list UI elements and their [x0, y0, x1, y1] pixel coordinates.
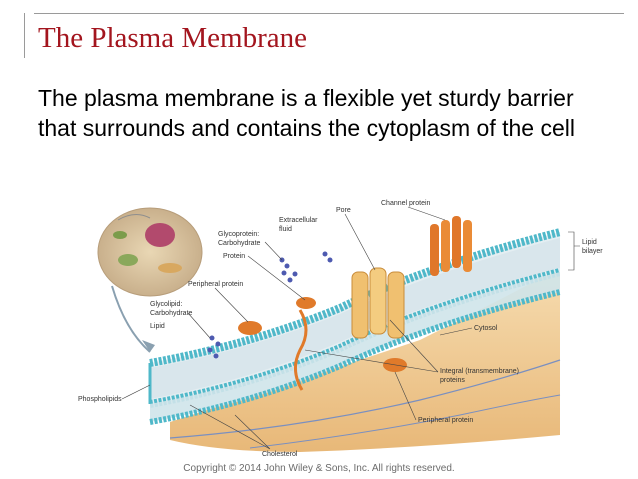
leader-integral	[304, 319, 439, 373]
carbohydrate-chains	[207, 251, 333, 359]
integral-protein-helix	[294, 309, 308, 391]
pore-protein	[351, 267, 405, 339]
label-integral-2: proteins	[440, 377, 465, 384]
leader-peripheral-top	[214, 287, 249, 323]
label-glycolipid-1: Glycolipid:	[150, 301, 182, 308]
label-peripheral-protein-top: Peripheral protein	[188, 281, 243, 288]
plasma-membrane-diagram: Channel protein Pore Extracellular fluid…	[78, 200, 603, 458]
label-channel-protein: Channel protein	[381, 200, 431, 207]
cell-inset	[97, 207, 203, 297]
protein-shape	[296, 297, 316, 309]
frame-top-line	[34, 13, 624, 14]
leader-glycoprotein	[264, 241, 283, 261]
peripheral-protein-top-shape	[238, 321, 262, 335]
leader-protein	[247, 255, 306, 301]
label-lipid-bilayer-2: bilayer	[582, 248, 603, 255]
label-extracellular-2: fluid	[279, 226, 292, 233]
copyright-notice: Copyright © 2014 John Wiley & Sons, Inc.…	[183, 463, 455, 474]
leader-cholesterol	[189, 404, 271, 450]
zoom-arrow-head	[142, 340, 155, 352]
cytoskeleton-fiber	[169, 359, 561, 439]
zoom-arrow	[111, 285, 151, 353]
cytoskeleton-fiber-2	[249, 394, 561, 449]
label-pore: Pore	[336, 207, 351, 214]
channel-protein	[430, 216, 472, 276]
label-glycoprotein-1: Glycoprotein:	[218, 231, 259, 238]
label-peripheral-protein-bottom: Peripheral protein	[418, 417, 473, 424]
label-cholesterol: Cholesterol	[262, 451, 298, 458]
label-cytosol: Cytosol	[474, 325, 498, 332]
label-lipid-bilayer-1: Lipid	[582, 239, 597, 246]
label-glycoprotein-2: Carbohydrate	[218, 240, 261, 247]
leader-phospholipids	[121, 384, 151, 400]
label-extracellular-1: Extracellular	[279, 217, 318, 224]
leader-cytosol	[439, 327, 473, 336]
leader-peripheral-bottom	[394, 371, 417, 421]
label-protein: Protein	[223, 253, 245, 260]
slide-body-text: The plasma membrane is a flexible yet st…	[38, 85, 575, 141]
label-phospholipids: Phospholipids	[78, 396, 122, 403]
slide-title: The Plasma Membrane	[38, 22, 307, 54]
leader-channel	[407, 206, 446, 221]
bracket-lipid-bilayer	[568, 231, 580, 271]
label-glycolipid-3: Lipid	[150, 323, 165, 330]
label-glycolipid-2: Carbohydrate	[150, 310, 193, 317]
label-integral-1: Integral (transmembrane)	[440, 368, 519, 375]
leader-pore	[344, 213, 376, 271]
leader-glycolipid	[187, 312, 211, 339]
frame-left-line	[24, 13, 25, 58]
